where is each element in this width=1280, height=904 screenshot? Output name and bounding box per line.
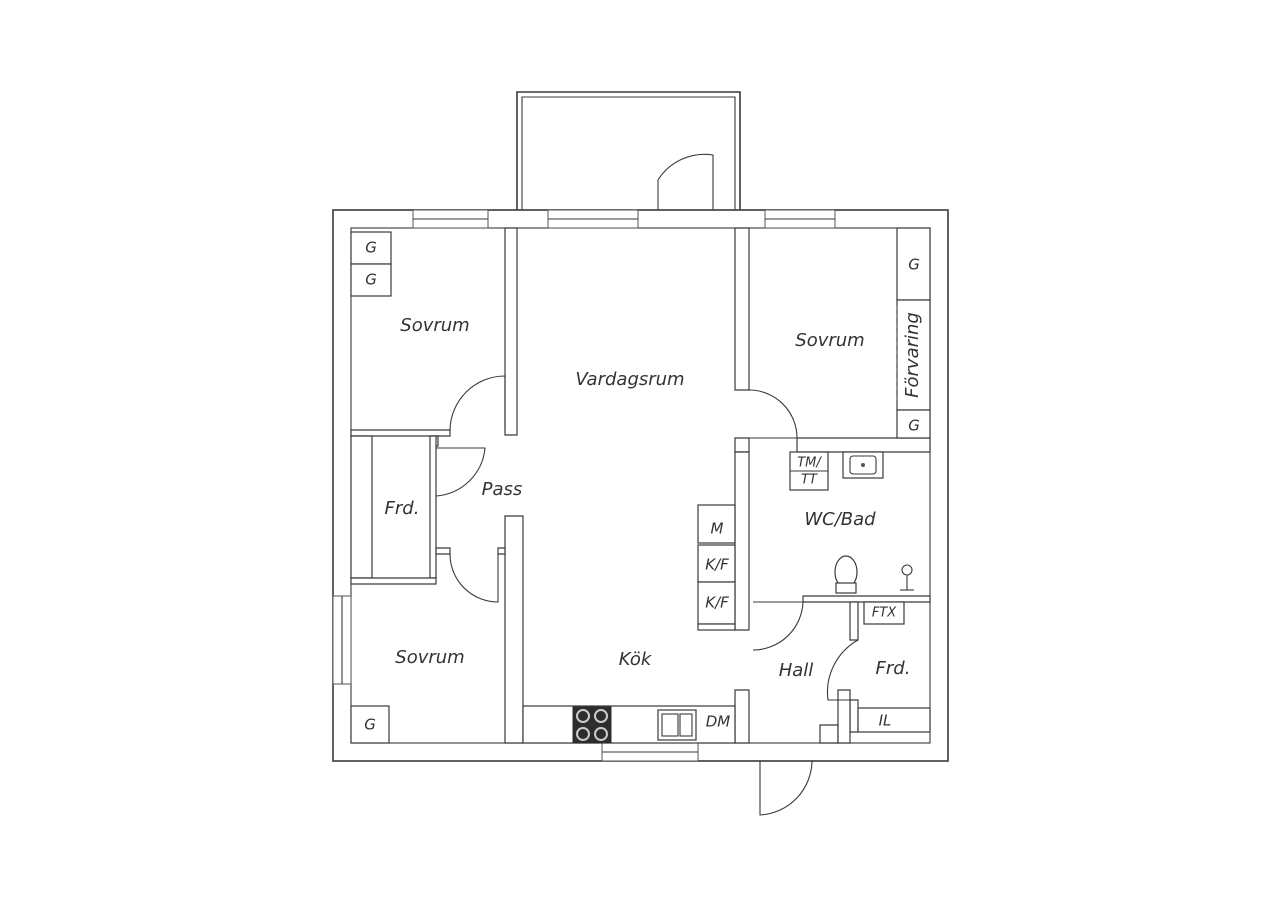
windows (332, 209, 836, 762)
dishwasher-label: DM (706, 713, 731, 731)
room-label-sovrum: Sovrum (400, 315, 469, 336)
toilet (834, 555, 858, 594)
room-label-wc-bad: WC/Bad (804, 509, 876, 530)
room-label-frd: Frd. (385, 498, 420, 519)
cooktop (572, 706, 612, 744)
room-label-frd: Frd. (876, 658, 911, 679)
closet-label: G (365, 239, 377, 257)
bathroom-fixtures (789, 451, 914, 594)
room-label-sovrum: Sovrum (795, 330, 864, 351)
closet-label: G (365, 271, 377, 289)
labels: G G G G G Sovrum Vardagsrum Sovrum Förva… (364, 239, 923, 734)
fridge-freezer-label: K/F (705, 556, 729, 574)
closet-label: G (908, 256, 920, 274)
closets (350, 227, 931, 744)
room-label-vardagsrum: Vardagsrum (575, 369, 684, 390)
outer-walls (332, 209, 949, 762)
doors (435, 153, 859, 816)
room-label-forvaring: Förvaring (902, 312, 923, 398)
washer-dryer-label: TT (801, 473, 818, 488)
fridge-freezer-label: K/F (705, 594, 729, 612)
microwave-label: M (711, 520, 724, 538)
shower (900, 564, 914, 591)
room-label-kok: Kök (619, 649, 653, 670)
balcony (516, 91, 741, 210)
closet-label: G (908, 417, 920, 435)
closet-label: G (364, 716, 376, 734)
utility-units (857, 601, 931, 733)
kitchen-sink (657, 709, 697, 741)
kitchen-fixtures (522, 504, 736, 744)
room-label-pass: Pass (482, 479, 523, 500)
il-label: IL (879, 712, 892, 730)
washer-dryer-label: TM/ (797, 456, 822, 471)
room-label-sovrum: Sovrum (395, 647, 464, 668)
room-label-hall: Hall (779, 660, 814, 681)
ftx-label: FTX (872, 606, 897, 621)
interior-walls (350, 227, 931, 744)
